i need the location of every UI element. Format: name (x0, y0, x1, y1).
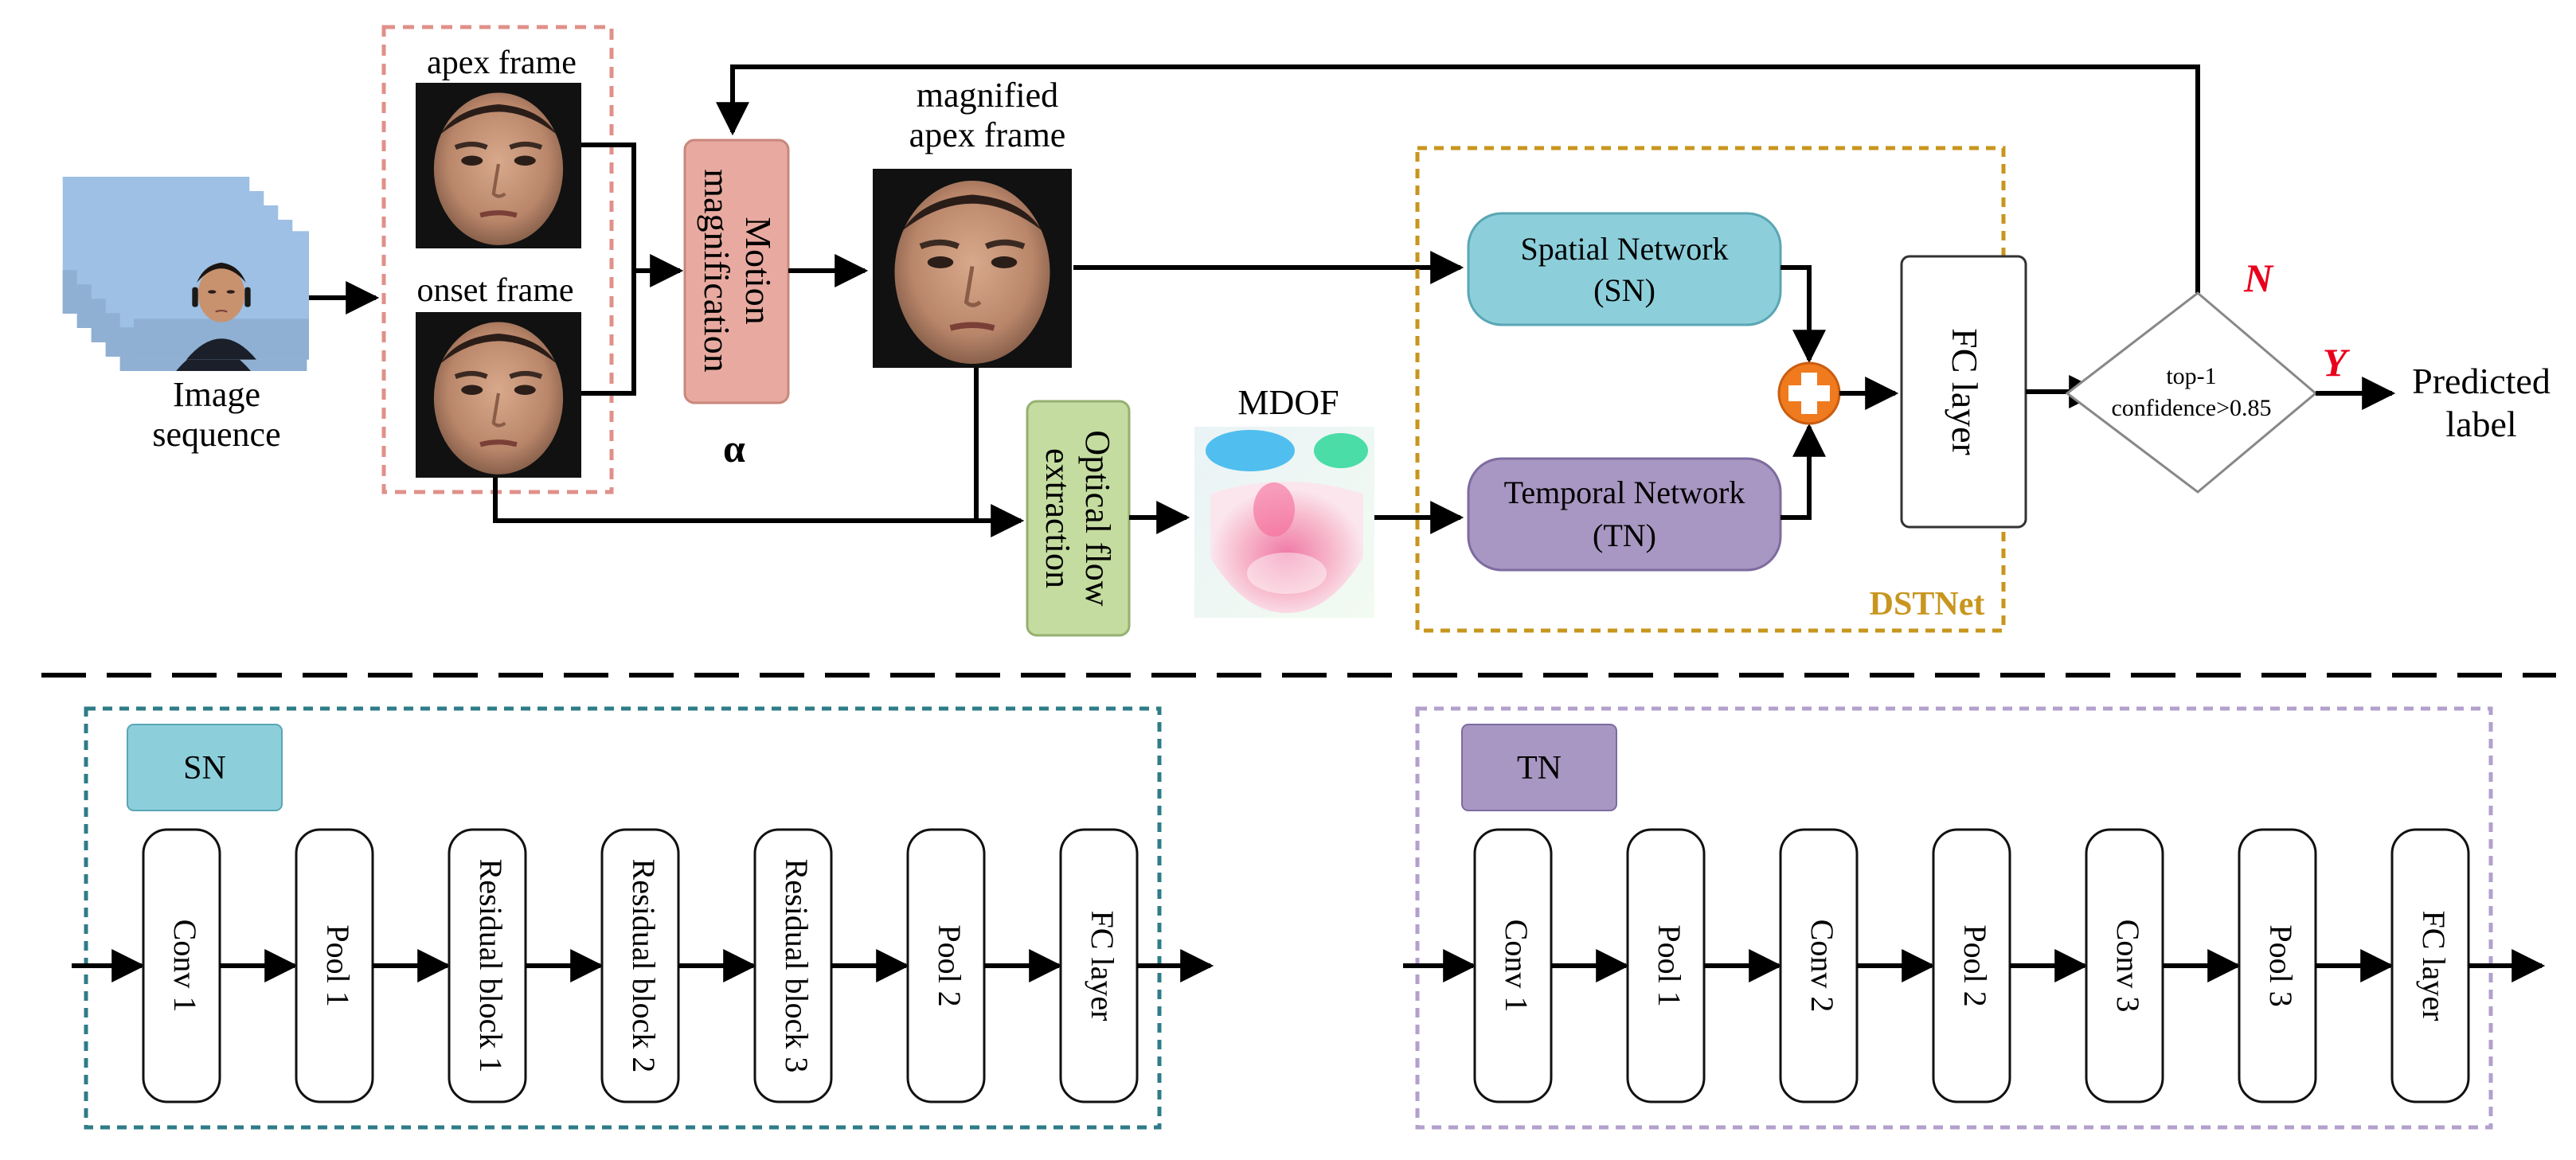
tn-layers: Conv 1 Pool 1 Conv 2 Pool 2 Conv 3 Pool 3 FC l… (1403, 828, 2546, 1103)
sn-layer-label-3: Residual block 1 (473, 859, 509, 1073)
arrow-sn-to-fusion (1781, 265, 1826, 364)
spatial-network-label-1: Spatial Network (1520, 231, 1728, 267)
image-sequence-stack (62, 177, 309, 371)
mdof-label: MDOF (1237, 383, 1339, 422)
alpha-symbol: α (723, 426, 745, 471)
sn-tag: SN (183, 750, 226, 787)
fc-layer-label: FC layer (1945, 328, 1985, 455)
image-sequence-label-2: sequence (152, 415, 280, 454)
onset-frame-label: onset frame (416, 272, 573, 309)
temporal-network-label-1: Temporal Network (1504, 475, 1745, 510)
sn-layer-label-4: Residual block 2 (626, 859, 662, 1073)
apex-frame-image (416, 83, 581, 248)
motion-magnification-label-2: magnification (697, 169, 737, 372)
magnified-apex-image (873, 169, 1072, 368)
sn-tag-box (127, 724, 283, 811)
optical-flow-label-1: Optical flow (1078, 430, 1117, 606)
sn-layer-label-6: Pool 2 (932, 924, 967, 1006)
connector-apex (581, 143, 677, 273)
temporal-network-box (1467, 457, 1782, 572)
sn-layer-label-2: Pool 1 (320, 924, 356, 1006)
tn-tag: TN (1517, 750, 1562, 787)
tn-layer-label-1: Conv 1 (1499, 920, 1534, 1013)
magnified-label-1: magnified (917, 76, 1058, 115)
arrow-tn-to-fusion (1781, 423, 1826, 520)
tn-layer-label-7: FC layer (2416, 911, 2452, 1021)
sn-layer-label-1: Conv 1 (167, 920, 203, 1013)
image-sequence-label-1: Image (173, 375, 260, 414)
mdof-image (1194, 427, 1374, 618)
predicted-label-1: Predicted (2412, 361, 2551, 401)
apex-frame-label: apex frame (427, 45, 577, 81)
sn-layer-label-7: FC layer (1085, 911, 1120, 1021)
decision-diamond (2065, 291, 2318, 494)
feedback-arrow (716, 64, 2200, 293)
tn-layer-label-5: Conv 3 (2110, 920, 2146, 1013)
motion-magnification-label-1: Motion (738, 217, 779, 324)
decision-text-2: confidence>0.85 (2111, 395, 2271, 421)
yes-label: Y (2323, 340, 2351, 385)
spatial-network-box (1467, 212, 1782, 326)
tn-layer-label-6: Pool 3 (2263, 924, 2299, 1006)
dstnet-label: DSTNet (1870, 586, 1985, 623)
sn-panel (84, 706, 1162, 1130)
tn-layer-label-4: Pool 2 (1957, 924, 1993, 1006)
tn-panel (1415, 706, 2493, 1130)
magnified-label-2: apex frame (909, 115, 1066, 154)
decision-text-1: top-1 (2166, 363, 2216, 389)
temporal-network-label-2: (TN) (1593, 518, 1656, 553)
sn-layer-label-5: Residual block 3 (779, 859, 815, 1073)
tn-layer-label-3: Conv 2 (1804, 920, 1840, 1013)
fusion-node (1777, 361, 1841, 425)
optical-flow-label-2: extraction (1038, 448, 1077, 588)
connector-onset (581, 271, 636, 396)
arrow-onset-to-optical-flow (493, 478, 1025, 537)
sn-layers: Conv 1 Pool 1 Residual block 1 Residual blo… (72, 828, 1214, 1103)
predicted-label-2: label (2445, 404, 2516, 444)
tn-layer-label-2: Pool 1 (1652, 924, 1687, 1006)
spatial-network-label-2: (SN) (1593, 272, 1655, 308)
onset-frame-image (416, 312, 581, 478)
tn-tag-box (1461, 724, 1617, 811)
no-label: N (2243, 256, 2274, 300)
